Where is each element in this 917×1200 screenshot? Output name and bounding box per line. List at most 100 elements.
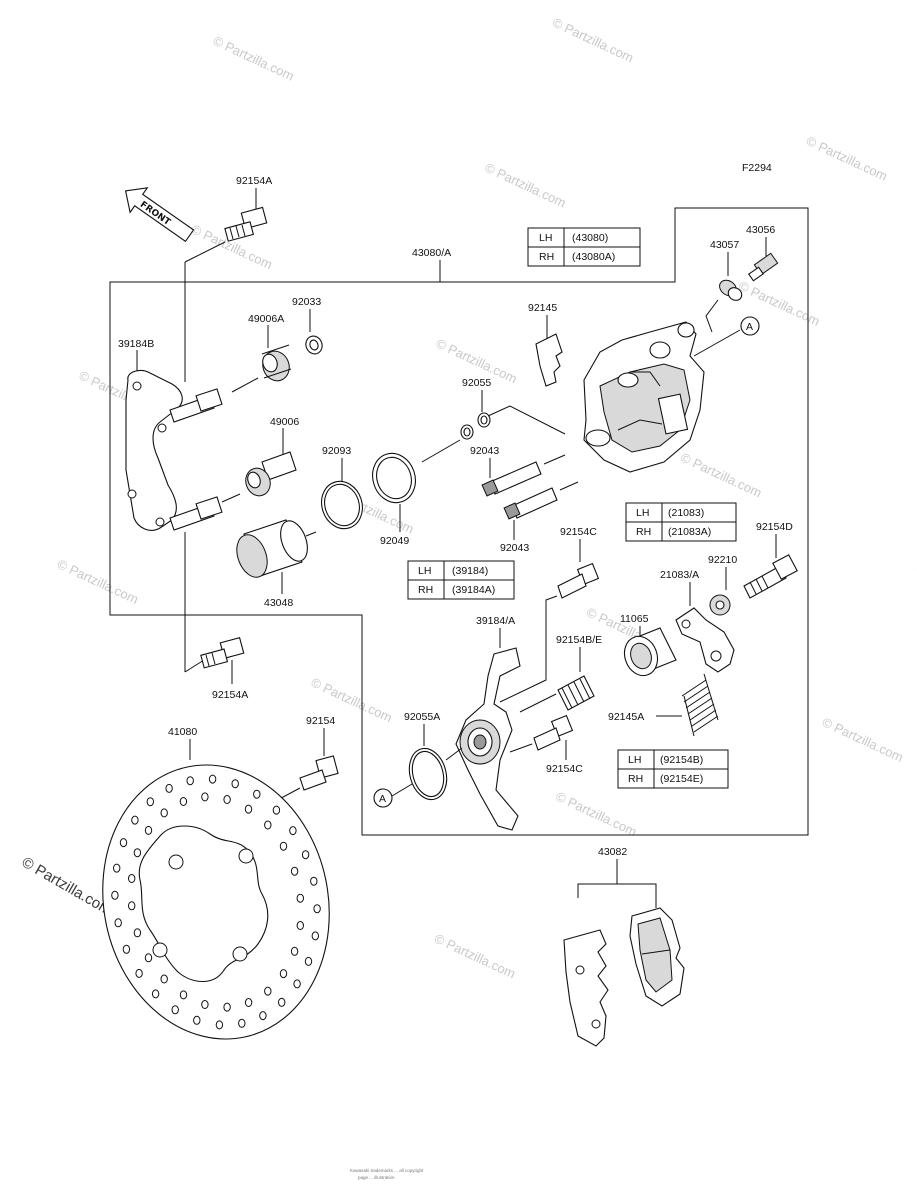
watermark-main: © Partzilla.com (19, 854, 115, 919)
disc-hole (179, 797, 188, 806)
disc-hole (231, 779, 239, 789)
disc-hole (290, 946, 299, 956)
disc-hole (311, 931, 319, 941)
label-41080: 41080 (168, 726, 197, 738)
label-92049: 92049 (380, 535, 409, 547)
bolt-92154D (743, 554, 798, 599)
boot-49006 (245, 451, 297, 497)
svg-text:(43080A): (43080A) (572, 251, 615, 263)
svg-text:LH: LH (636, 507, 649, 519)
label-43048: 43048 (264, 597, 293, 609)
svg-text:(39184A): (39184A) (452, 584, 495, 596)
label-11065: 11065 (620, 613, 649, 625)
svg-text:LH: LH (418, 565, 431, 577)
disc-hole (128, 901, 136, 911)
disc-mount-hole (152, 942, 168, 958)
disc-hole (278, 997, 286, 1007)
disc-hole (310, 876, 318, 886)
disc-hole (313, 904, 321, 914)
label-92154: 92154 (306, 715, 335, 727)
label-92033: 92033 (292, 296, 321, 308)
label-43082: 43082 (598, 846, 627, 858)
label-92145: 92145 (528, 302, 557, 314)
oring-92055A (408, 747, 448, 801)
disc-hole (293, 979, 301, 989)
disc-hole (244, 998, 253, 1007)
svg-text:(39184): (39184) (452, 565, 488, 577)
watermark-text: © Partzilla.com (553, 789, 639, 840)
bleeder-cap-43057 (719, 279, 743, 301)
label-92154D: 92154D (756, 521, 793, 533)
label-49006A: 49006A (248, 313, 284, 325)
svg-text:RH: RH (636, 526, 651, 538)
disc-hole (279, 841, 288, 851)
reference-marker-A-bottom-label: A (379, 793, 386, 805)
label-92043-a: 92043 (470, 445, 499, 457)
label-92154A-bottom: 92154A (212, 689, 248, 701)
disc-hole (272, 805, 281, 815)
ring-92033 (305, 335, 323, 355)
disc-hole (114, 918, 122, 928)
table-43080: LH (43080) RH (43080A) (527, 227, 641, 267)
bracket-pin-lower (169, 493, 241, 531)
svg-text:RH: RH (628, 773, 643, 785)
disc-hole (144, 953, 153, 963)
disc-hole (304, 956, 313, 966)
label-92210: 92210 (708, 554, 737, 566)
disc-hole (289, 826, 297, 836)
svg-text:LH: LH (628, 754, 641, 766)
footer-line-2: page ... illustration (358, 1175, 395, 1180)
label-21083A: 21083/A (660, 569, 699, 581)
brake-pad-front (629, 907, 685, 1007)
disc-hole (179, 990, 188, 1000)
brake-pad-back (563, 929, 609, 1047)
disc-hole (111, 890, 119, 900)
bolt-92154 (299, 755, 339, 791)
svg-text:(21083): (21083) (668, 507, 704, 519)
bleeder-valve-43056 (748, 252, 779, 282)
washer-92210 (709, 594, 731, 616)
disc-hole (253, 789, 261, 799)
label-39184B: 39184B (118, 338, 154, 350)
disc-hole (113, 863, 121, 873)
disc-mount-hole (232, 946, 248, 962)
disc-hole (264, 986, 272, 996)
assembly-boundary (109, 207, 809, 836)
label-49006: 49006 (270, 416, 299, 428)
disc-hole (244, 804, 253, 814)
disc-hole (193, 1015, 201, 1025)
ring-92055 (460, 412, 491, 440)
figure-code: F2294 (742, 162, 772, 174)
bolt-92154A-bottom (200, 637, 245, 669)
svg-text:(92154B): (92154B) (660, 754, 703, 766)
disc-mount-hole (238, 848, 254, 864)
table-21083: LH (21083) RH (21083A) (625, 502, 737, 542)
disc-hole (223, 1002, 231, 1012)
watermark-text: © Partzilla.com (804, 133, 890, 184)
label-92154C-top: 92154C (560, 526, 597, 538)
watermark-text: © Partzilla.com (432, 931, 518, 982)
disc-hole (122, 944, 131, 954)
clip-92145 (535, 333, 563, 387)
watermark-main-text: © Partzilla.com (19, 854, 115, 919)
seal-92049 (372, 452, 416, 504)
svg-text:RH: RH (418, 584, 433, 596)
bolt-92154C-bottom (509, 714, 574, 753)
seal-11065 (623, 627, 677, 677)
label-92154A-top: 92154A (236, 175, 272, 187)
table-39184: LH (39184) RH (39184A) (407, 560, 515, 600)
disc-hole (146, 797, 155, 807)
label-92055A: 92055A (404, 711, 440, 723)
disc-hole (290, 866, 299, 876)
bracket-pin-upper (169, 377, 259, 423)
watermark-text: © Partzilla.com (55, 556, 141, 607)
label-43056: 43056 (746, 224, 775, 236)
label-43057: 43057 (710, 239, 739, 251)
svg-text:(21083A): (21083A) (668, 526, 711, 538)
slide-pin-92043-a (481, 454, 566, 497)
disc-hole (135, 968, 143, 978)
seal-92093 (321, 480, 363, 530)
disc-hole (160, 974, 168, 984)
label-43080A: 43080/A (412, 247, 451, 259)
